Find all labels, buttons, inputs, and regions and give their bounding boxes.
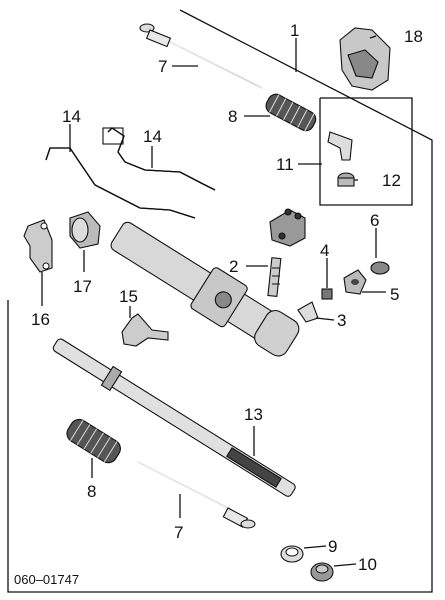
upper-boot <box>265 93 317 132</box>
callout-14-b: 14 <box>143 127 162 146</box>
clamp-bracket <box>121 313 169 347</box>
callout-4: 4 <box>320 241 329 260</box>
ring-part-10 <box>310 562 334 582</box>
small-parts <box>297 261 390 323</box>
ring-part-9 <box>280 545 304 563</box>
callout-5: 5 <box>390 285 399 304</box>
hydraulic-lines <box>45 127 216 219</box>
callout-8-bottom: 8 <box>87 482 96 501</box>
callout-8-top: 8 <box>228 107 237 126</box>
callout-11: 11 <box>276 155 294 174</box>
lower-tie-rod <box>137 461 256 529</box>
callout-3: 3 <box>337 311 346 330</box>
callout-labels: 1 18 7 8 14 14 11 12 6 4 2 5 3 17 15 16 … <box>31 21 423 574</box>
tie-rod-end-box <box>319 97 413 206</box>
callout-16: 16 <box>31 310 50 329</box>
diagram-code: 060–01747 <box>14 572 79 587</box>
callout-18: 18 <box>404 27 423 46</box>
callout-1: 1 <box>290 21 299 40</box>
callout-10: 10 <box>358 555 377 574</box>
callout-14-a: 14 <box>62 107 81 126</box>
callout-9: 9 <box>328 537 337 556</box>
callout-17: 17 <box>73 277 92 296</box>
callout-7-top: 7 <box>158 57 167 76</box>
callout-12: 12 <box>382 171 401 190</box>
cover-part <box>339 27 391 91</box>
callout-13: 13 <box>244 405 263 424</box>
assembly-outline <box>7 9 433 593</box>
control-valve <box>269 208 306 247</box>
upper-tie-rod <box>139 23 263 89</box>
callout-15: 15 <box>119 287 138 306</box>
leader-lines <box>41 35 386 567</box>
steering-rack <box>52 338 296 497</box>
lower-boot <box>66 418 121 464</box>
mount-bracket <box>23 219 53 273</box>
bushing <box>69 211 101 249</box>
callout-7-bottom: 7 <box>174 523 183 542</box>
valve-part <box>267 257 282 298</box>
callout-2: 2 <box>229 257 238 276</box>
callout-6: 6 <box>370 211 379 230</box>
rack-housing <box>110 221 300 357</box>
